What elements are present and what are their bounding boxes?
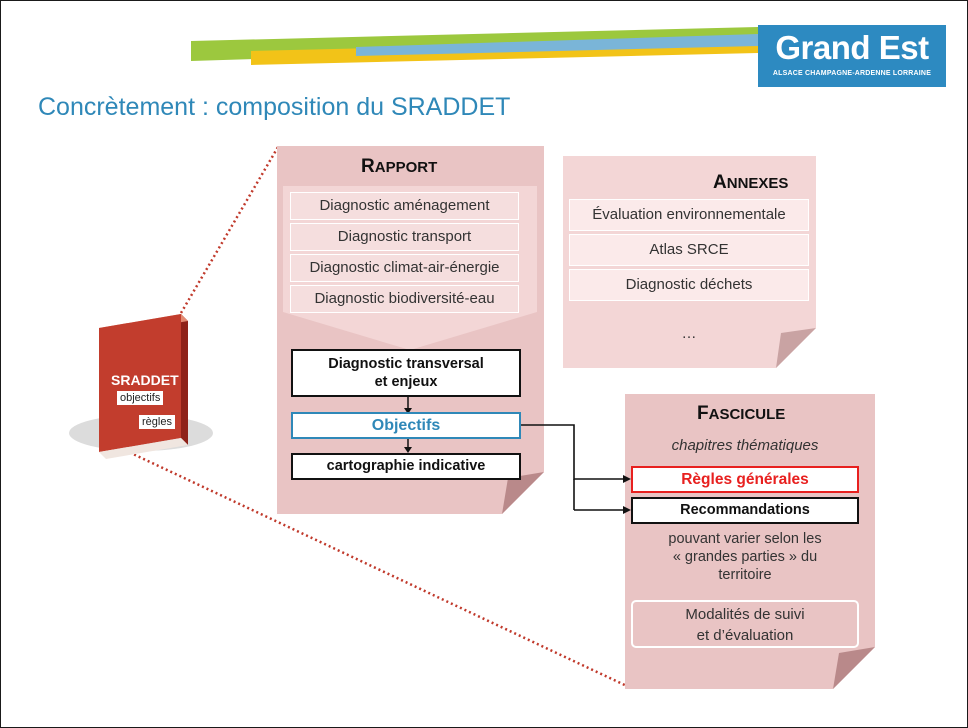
diagnostic-box-4: Diagnostic biodiversité-eau <box>290 285 519 313</box>
note-line-3: territoire <box>718 567 772 583</box>
book-title: SRADDET <box>111 372 179 388</box>
annexes-ellipsis: … <box>681 325 697 342</box>
note-line-1: pouvant varier selon les <box>668 531 822 547</box>
recommandations-box: Recommandations <box>631 497 859 524</box>
objectifs-box: Objectifs <box>291 412 521 439</box>
book-spine <box>181 314 188 445</box>
header-ribbons <box>191 27 758 65</box>
book-pages <box>99 438 188 459</box>
rapport-fold <box>502 472 544 514</box>
logo-tagline: ALSACE CHAMPAGNE-ARDENNE LORRAINE <box>772 70 932 77</box>
fascicule-fold <box>833 647 875 689</box>
fascicule-header: FASCICULE <box>697 403 786 424</box>
cartographie-box: cartographie indicative <box>291 453 521 480</box>
book-tag-objectifs: objectifs <box>117 391 164 405</box>
regles-generales-box: Règles générales <box>631 466 859 493</box>
annexe-item-3: Diagnostic déchets <box>569 269 809 301</box>
suivi-line-2: et d’évaluation <box>696 627 794 644</box>
rapport-header: RAPPORT <box>361 156 438 177</box>
annexe-item-2: Atlas SRCE <box>569 234 809 266</box>
transversal-box: Diagnostic transversal et enjeux <box>291 349 521 397</box>
transversal-line-2: et enjeux <box>374 374 438 390</box>
diagnostic-box-1: Diagnostic aménagement <box>290 192 519 220</box>
book-tag-regles: règles <box>139 415 175 429</box>
diagnostic-box-3: Diagnostic climat-air-énergie <box>290 254 519 282</box>
page-title: Concrètement : composition du SRADDET <box>38 93 511 121</box>
arrow-head-2 <box>404 447 412 453</box>
suivi-line-1: Modalités de suivi <box>685 606 805 623</box>
logo-name: Grand Est <box>775 29 929 66</box>
grand-est-logo: Grand Est ALSACE CHAMPAGNE-ARDENNE LORRA… <box>758 25 946 87</box>
dotted-line-top <box>179 146 280 314</box>
annexe-item-1: Évaluation environnementale <box>569 199 809 231</box>
diagnostic-box-2: Diagnostic transport <box>290 223 519 251</box>
blue-ribbon <box>356 34 758 56</box>
suivi-box: Modalités de suivi et d’évaluation <box>631 600 859 648</box>
note-line-2: « grandes parties » du <box>672 549 818 565</box>
fascicule-note: pouvant varier selon les « grandes parti… <box>631 530 859 584</box>
fascicule-subtitle: chapitres thématiques <box>671 437 819 454</box>
annexes-fold <box>776 328 816 368</box>
annexes-header: ANNEXES <box>713 172 789 193</box>
arrow-head-1 <box>404 408 412 414</box>
transversal-line-1: Diagnostic transversal <box>328 356 484 372</box>
